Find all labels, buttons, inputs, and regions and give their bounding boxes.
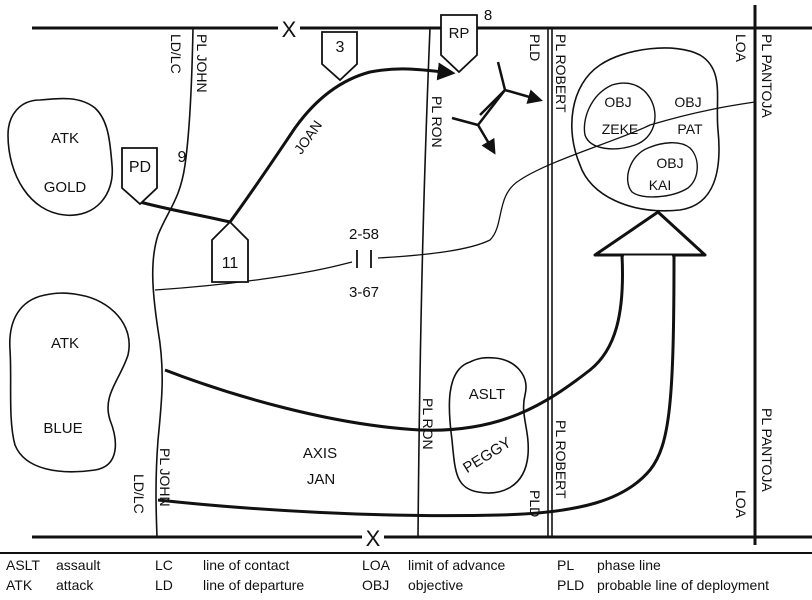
branch-tail-lower <box>477 89 506 126</box>
obj-kai-label-2: KAI <box>649 177 672 193</box>
checkpoint-11-symbol <box>211 220 249 283</box>
obj-zeke-label-2: ZEKE <box>602 121 639 137</box>
legend-entry-pld: PLD probable line of deployment <box>557 577 769 593</box>
atk-gold-label-2: GOLD <box>44 179 87 196</box>
legend-desc: attack <box>56 577 94 593</box>
crossing-number-label: 8 <box>484 7 492 24</box>
checkpoint-3-symbol <box>321 31 358 82</box>
obj-kai-area <box>627 142 698 198</box>
atk-blue-label-1: ATK <box>51 335 79 352</box>
attack-arrowhead <box>593 210 707 257</box>
pd-label: PD <box>129 159 151 176</box>
unit-boundary-line <box>154 101 756 291</box>
legend-entry-atk: ATK attack <box>6 577 93 593</box>
pl-pantoja-top-label: PL PANTOJA <box>759 34 775 118</box>
axis-label: AXIS <box>303 445 337 462</box>
atk-blue-label-2: BLUE <box>43 420 82 437</box>
atk-gold-label-1: ATK <box>51 130 79 147</box>
obj-pat-label-2: PAT <box>677 121 703 137</box>
legend-desc: line of contact <box>203 557 290 573</box>
legend-entry-pl: PL phase line <box>557 557 661 573</box>
legend-entry-loa: LOA limit of advance <box>362 557 505 573</box>
legend-abbr: PLD <box>557 577 585 593</box>
legend-abbr: OBJ <box>362 577 390 593</box>
legend-desc: phase line <box>597 557 661 573</box>
legend-abbr: PL <box>557 557 575 573</box>
atk-gold-area <box>7 97 114 216</box>
obj-zeke-area <box>583 82 656 150</box>
x-bottom-label: X <box>366 526 381 551</box>
legend-desc: line of departure <box>203 577 305 593</box>
release-point-symbol <box>440 14 478 74</box>
ld-lc-top-label: LD/LC <box>168 34 184 74</box>
legend-entry-obj: OBJ objective <box>362 577 463 593</box>
pl-ron-bottom-label: PL RON <box>420 398 436 450</box>
branch-stem-lower <box>451 116 496 155</box>
jan-label: JAN <box>307 471 335 488</box>
legend-desc: probable line of deployment <box>597 577 770 593</box>
boundary-upper-label: 2-58 <box>349 226 379 243</box>
attack-line-lower <box>157 254 676 518</box>
pl-john-bottom-label: PL JOHN <box>157 448 173 507</box>
loa-top-label: LOA <box>733 34 749 63</box>
pl-pantoja-bottom-label: PL PANTOJA <box>759 408 775 492</box>
legend-abbr: LC <box>155 557 173 573</box>
pl-john-line <box>151 27 194 538</box>
x-top-label: X <box>282 17 297 42</box>
ld-lc-bottom-label: LD/LC <box>131 474 147 514</box>
attack-line-upper <box>164 254 624 432</box>
route-joan-arrow <box>228 62 456 223</box>
pl-robert-top-label: PL ROBERT <box>553 34 569 113</box>
legend-abbr: ATK <box>6 577 33 593</box>
obj-zeke-label-1: OBJ <box>604 94 631 110</box>
checkpoint-3-label: 3 <box>336 39 345 56</box>
aslt-label: ASLT <box>469 386 505 403</box>
legend-desc: assault <box>56 557 101 573</box>
obj-kai-label-1: OBJ <box>656 155 683 171</box>
atk-blue-area <box>9 292 130 473</box>
rp-label: RP <box>449 25 470 42</box>
checkpoint-11-label: 11 <box>222 255 239 272</box>
pl-john-top-label: PL JOHN <box>194 34 210 93</box>
pl-ron-line <box>417 27 431 538</box>
pld-top-label: PLD <box>527 34 543 61</box>
legend-entry-ld: LD line of departure <box>155 577 304 593</box>
obj-pat-area <box>571 47 720 212</box>
joan-label: JOAN <box>291 117 326 157</box>
legend-entry-lc: LC line of contact <box>155 557 289 573</box>
peggy-label: PEGGY <box>460 434 514 477</box>
pld-bottom-label: PLD <box>527 490 543 517</box>
legend-abbr: LOA <box>362 557 391 573</box>
aslt-peggy-area <box>448 356 530 494</box>
legend-desc: limit of advance <box>408 557 506 573</box>
branch-tail-upper <box>496 61 507 91</box>
legend-desc: objective <box>408 577 464 593</box>
pl-robert-bottom-label: PL ROBERT <box>553 420 569 499</box>
route-pd-to-11 <box>139 200 231 224</box>
boundary-lower-label: 3-67 <box>349 284 379 301</box>
obj-pat-label-1: OBJ <box>674 94 701 110</box>
passage-point-symbol <box>121 147 158 206</box>
loa-bottom-label: LOA <box>733 490 749 519</box>
route-9-label: 9 <box>178 149 187 166</box>
legend-abbr: LD <box>155 577 173 593</box>
legend-abbr: ASLT <box>6 557 40 573</box>
pl-ron-top-label: PL RON <box>429 96 445 148</box>
legend-entry-aslt: ASLT assault <box>6 557 100 573</box>
